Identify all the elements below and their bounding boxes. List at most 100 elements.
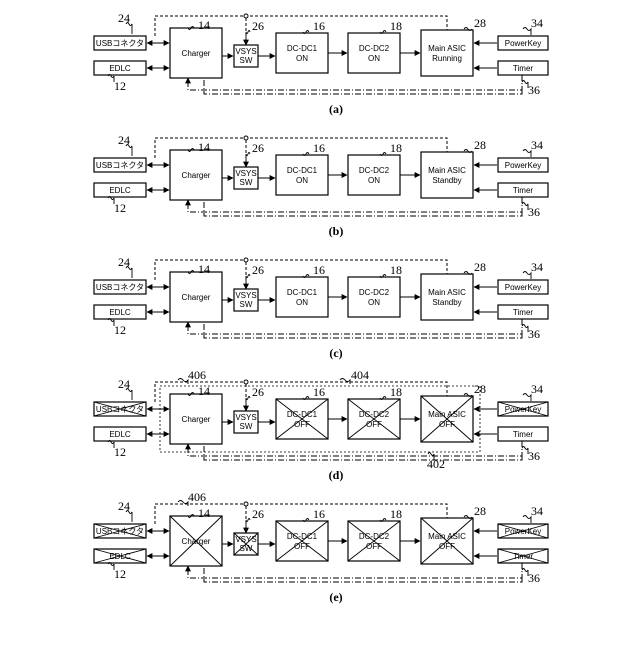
dashdot-timer-to-charger xyxy=(188,319,522,334)
powerkey-label: PowerKey xyxy=(505,39,541,48)
ref-dcdc2: 18 xyxy=(390,507,402,521)
panel-caption: (b) xyxy=(329,224,344,238)
dcdc2-state: ON xyxy=(368,298,380,307)
leader-powerkey xyxy=(523,272,531,280)
leader-vsys xyxy=(246,153,250,165)
dcdc1-label: DC-DC1 xyxy=(287,288,318,297)
leader-powerkey xyxy=(523,394,531,402)
usb-connector-label: USBコネクタ xyxy=(96,161,144,170)
vsys-label: VSYS xyxy=(235,169,256,178)
ref-charger: 14 xyxy=(198,140,210,154)
edlc-label: EDLC xyxy=(109,64,131,73)
junction-node xyxy=(244,380,248,384)
powerkey-label: PowerKey xyxy=(505,283,541,292)
dcdc2-state: OFF xyxy=(366,420,382,429)
panel-b: USBコネクタEDLCChargerVSYSSWDC-DC1ONDC-DC2ON… xyxy=(94,133,548,238)
ref-asic: 28 xyxy=(474,504,486,518)
dcdc2-label: DC-DC2 xyxy=(359,44,390,53)
dcdc2-state: OFF xyxy=(366,542,382,551)
timer-label: Timer xyxy=(513,64,533,73)
dcdc2-label: DC-DC2 xyxy=(359,410,390,419)
dcdc1-label: DC-DC1 xyxy=(287,410,318,419)
timer-label: Timer xyxy=(513,552,533,561)
charger-label: Charger xyxy=(182,171,211,180)
dcdc2-block xyxy=(348,33,400,73)
ref-vsys: 26 xyxy=(252,385,264,399)
ref-dcdc1: 16 xyxy=(313,385,325,399)
asic-label: Main ASIC xyxy=(428,44,466,53)
ref-timer: 36 xyxy=(528,449,540,463)
asic-block xyxy=(421,274,473,320)
ref-timer: 36 xyxy=(528,571,540,585)
dcdc2-label: DC-DC2 xyxy=(359,166,390,175)
asic-label: Main ASIC xyxy=(428,532,466,541)
vsys-sw-label: SW xyxy=(240,56,253,65)
leader-powerkey xyxy=(523,28,531,36)
dcdc1-state: ON xyxy=(296,176,308,185)
vsys-label: VSYS xyxy=(235,535,256,544)
leader-406 xyxy=(178,501,188,507)
dashdot-inner-loop xyxy=(204,322,522,338)
junction-node xyxy=(244,136,248,140)
ref-group-406: 406 xyxy=(188,490,206,504)
dcdc1-block xyxy=(276,155,328,195)
ref-dcdc2: 18 xyxy=(390,263,402,277)
ref-charger: 14 xyxy=(198,262,210,276)
ref-edlc: 12 xyxy=(114,79,126,93)
ref-group-404: 404 xyxy=(351,368,369,382)
edlc-label: EDLC xyxy=(109,308,131,317)
ref-charger: 14 xyxy=(198,506,210,520)
ref-powerkey: 34 xyxy=(531,504,543,518)
asic-label: Main ASIC xyxy=(428,410,466,419)
dcdc2-block xyxy=(348,277,400,317)
ref-timer: 36 xyxy=(528,205,540,219)
ref-asic: 28 xyxy=(474,382,486,396)
junction-node xyxy=(244,502,248,506)
panel-d: USBコネクタEDLCChargerVSYSSWDC-DC1OFFDC-DC2O… xyxy=(94,368,548,482)
ref-vsys: 26 xyxy=(252,263,264,277)
ref-dcdc1: 16 xyxy=(313,141,325,155)
dcdc1-label: DC-DC1 xyxy=(287,532,318,541)
usb-connector-label: USBコネクタ xyxy=(96,39,144,48)
ref-edlc: 12 xyxy=(114,323,126,337)
panel-caption: (d) xyxy=(329,468,344,482)
asic-label: Main ASIC xyxy=(428,166,466,175)
asic-state: Standby xyxy=(432,176,461,185)
ref-dcdc1: 16 xyxy=(313,19,325,33)
dashdot-inner-loop xyxy=(204,444,522,460)
leader-vsys xyxy=(246,275,250,287)
vsys-sw-label: SW xyxy=(240,178,253,187)
vsys-label: VSYS xyxy=(235,291,256,300)
dcdc1-state: ON xyxy=(296,298,308,307)
asic-block xyxy=(421,152,473,198)
junction-node xyxy=(244,258,248,262)
dashdot-inner-loop xyxy=(204,78,522,94)
ref-asic: 28 xyxy=(474,138,486,152)
panel-c: USBコネクタEDLCChargerVSYSSWDC-DC1ONDC-DC2ON… xyxy=(94,255,548,360)
leader-vsys xyxy=(246,519,250,531)
leader-406 xyxy=(178,379,188,385)
vsys-sw-label: SW xyxy=(240,422,253,431)
ref-edlc: 12 xyxy=(114,445,126,459)
ref-powerkey: 34 xyxy=(531,16,543,30)
ref-dcdc2: 18 xyxy=(390,385,402,399)
ref-timer: 36 xyxy=(528,83,540,97)
dcdc1-label: DC-DC1 xyxy=(287,166,318,175)
ref-edlc: 12 xyxy=(114,567,126,581)
ref-group-402: 402 xyxy=(427,457,445,471)
asic-state: Standby xyxy=(432,298,461,307)
timer-label: Timer xyxy=(513,308,533,317)
usb-connector-label: USBコネクタ xyxy=(96,405,144,414)
vsys-label: VSYS xyxy=(235,47,256,56)
asic-state: OFF xyxy=(439,420,455,429)
panel-caption: (e) xyxy=(329,590,342,604)
dcdc1-state: OFF xyxy=(294,420,310,429)
dcdc1-block xyxy=(276,277,328,317)
asic-label: Main ASIC xyxy=(428,288,466,297)
dcdc1-block xyxy=(276,33,328,73)
junction-node xyxy=(244,14,248,18)
edlc-label: EDLC xyxy=(109,552,131,561)
panel-caption: (c) xyxy=(329,346,342,360)
asic-state: OFF xyxy=(439,542,455,551)
